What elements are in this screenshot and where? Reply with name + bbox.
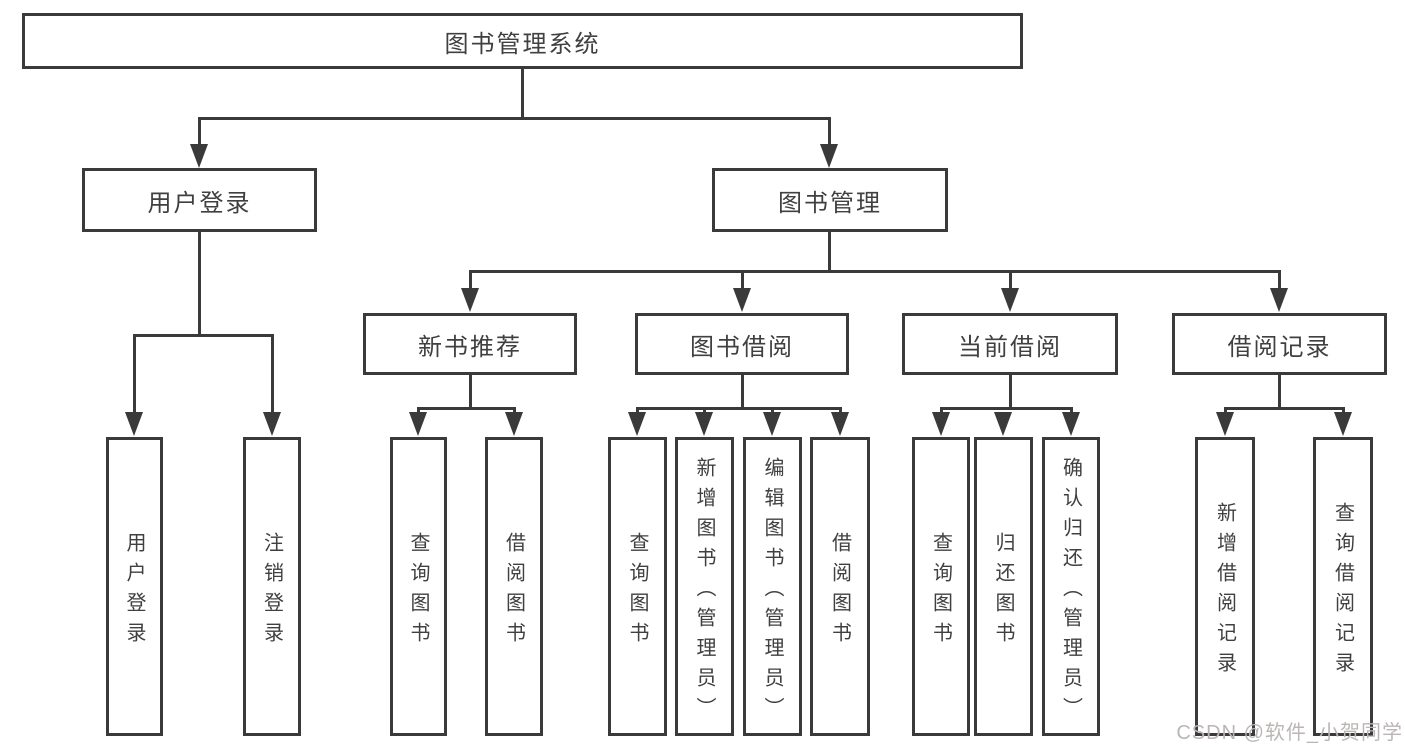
- node-label: 借阅记录: [1227, 333, 1332, 361]
- node-library-system: 图书管理系统: [22, 13, 1023, 69]
- connector-line: [1223, 406, 1345, 410]
- node-current-borrow: 当前借阅: [902, 313, 1118, 375]
- leaf-edit-book-admin: 编辑图书（管理员）: [743, 437, 802, 736]
- connector-line: [635, 408, 639, 415]
- leaf-label: 借阅图书: [828, 531, 851, 652]
- arrow-down-icon: [125, 412, 143, 436]
- arrow-down-icon: [994, 412, 1012, 436]
- leaf-add-borrow-record: 新增借阅记录: [1195, 437, 1255, 736]
- connector-line: [635, 406, 842, 410]
- connector-line: [1223, 408, 1227, 415]
- leaf-borrow-books: 借阅图书: [810, 437, 870, 736]
- leaf-label: 新增借阅记录: [1213, 501, 1236, 682]
- leaf-label: 查询图书: [407, 531, 429, 652]
- connector-line: [827, 118, 831, 146]
- connector-line: [416, 408, 420, 415]
- connector-line: [512, 408, 516, 415]
- leaf-label: 注销登录: [260, 531, 283, 652]
- arrow-down-icon: [695, 412, 713, 436]
- node-label: 用户登录: [147, 189, 252, 217]
- leaf-query-books-current: 查询图书: [912, 437, 970, 736]
- leaf-label: 查询借阅记录: [1331, 501, 1354, 682]
- leaf-add-book-admin: 新增图书（管理员）: [675, 437, 734, 736]
- connector-line: [740, 375, 744, 408]
- leaf-query-books-recommend: 查询图书: [390, 437, 447, 736]
- connector-line: [838, 408, 842, 415]
- connector-line: [1008, 271, 1012, 290]
- arrow-down-icon: [763, 412, 781, 436]
- connector-line: [740, 271, 744, 290]
- arrow-down-icon: [1062, 412, 1080, 436]
- arrow-down-icon: [628, 412, 646, 436]
- arrow-down-icon: [1270, 288, 1288, 312]
- connector-line: [1008, 375, 1012, 408]
- connector-line: [468, 375, 472, 408]
- arrow-down-icon: [831, 412, 849, 436]
- arrow-down-icon: [190, 144, 208, 168]
- node-book-management: 图书管理: [712, 168, 948, 232]
- connector-line: [197, 118, 201, 146]
- leaf-label: 归还图书: [992, 531, 1014, 652]
- arrow-down-icon: [461, 288, 479, 312]
- arrow-down-icon: [1001, 288, 1019, 312]
- node-user-login: 用户登录: [82, 168, 317, 232]
- arrow-down-icon: [1216, 412, 1234, 436]
- leaf-label: 查询图书: [626, 531, 648, 652]
- connector-line: [468, 271, 472, 290]
- leaf-user-login: 用户登录: [106, 437, 163, 736]
- connector-line: [132, 333, 274, 337]
- leaf-confirm-return-admin: 确认归还（管理员）: [1042, 437, 1100, 736]
- leaf-label: 用户登录: [123, 531, 145, 652]
- connector-line: [468, 269, 1281, 273]
- leaf-label: 确认归还（管理员）: [1059, 456, 1082, 727]
- node-book-borrow: 图书借阅: [635, 313, 849, 375]
- connector-line: [1277, 271, 1281, 290]
- node-borrow-records: 借阅记录: [1172, 313, 1387, 375]
- connector-line: [1341, 408, 1345, 415]
- csdn-watermark: CSDN @软件_小贺同学: [1176, 722, 1403, 744]
- connector-line: [939, 406, 1073, 410]
- leaf-query-books-borrow: 查询图书: [608, 437, 667, 736]
- arrow-down-icon: [409, 412, 427, 436]
- leaf-return-book: 归还图书: [974, 437, 1033, 736]
- leaf-logout: 注销登录: [243, 437, 301, 736]
- connector-line: [270, 335, 274, 414]
- connector-line: [197, 116, 831, 120]
- leaf-query-borrow-record: 查询借阅记录: [1313, 437, 1373, 736]
- connector-line: [132, 335, 136, 414]
- node-label: 图书借阅: [690, 333, 794, 361]
- connector-line: [1277, 375, 1281, 408]
- leaf-borrow-books-recommend: 借阅图书: [485, 437, 543, 736]
- arrow-down-icon: [263, 412, 281, 436]
- arrow-down-icon: [932, 412, 950, 436]
- leaf-label: 借阅图书: [502, 531, 525, 652]
- leaf-label: 查询图书: [929, 531, 952, 652]
- arrow-down-icon: [820, 144, 838, 168]
- node-new-book-recommend: 新书推荐: [363, 313, 577, 375]
- node-label: 新书推荐: [418, 333, 522, 361]
- node-label: 图书管理系统: [444, 30, 601, 58]
- leaf-label: 新增图书（管理员）: [693, 456, 715, 727]
- connector-line: [416, 406, 516, 410]
- arrow-down-icon: [1334, 412, 1352, 436]
- leaf-label: 编辑图书（管理员）: [761, 456, 783, 727]
- connector-line: [520, 69, 524, 118]
- node-label: 图书管理: [778, 189, 882, 217]
- connector-line: [827, 232, 831, 273]
- arrow-down-icon: [505, 412, 523, 436]
- connector-line: [197, 232, 201, 336]
- connector-line: [770, 408, 774, 415]
- connector-line: [702, 408, 706, 415]
- connector-line: [939, 408, 943, 415]
- arrow-down-icon: [733, 288, 751, 312]
- connector-line: [1069, 408, 1073, 415]
- node-label: 当前借阅: [958, 333, 1062, 361]
